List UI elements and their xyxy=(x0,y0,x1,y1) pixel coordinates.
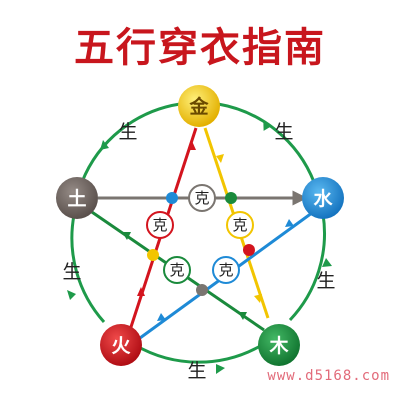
overcome-badge: 克 xyxy=(226,211,254,239)
page-title: 五行穿衣指南 xyxy=(74,25,326,71)
generate-arrow-1 xyxy=(263,120,273,131)
overcome-arrow-gold-1 xyxy=(216,154,224,163)
overcome-arrow-water-2 xyxy=(157,313,166,321)
watermark-url: www.d5168.com xyxy=(267,368,390,384)
generate-arrow-3 xyxy=(216,364,225,374)
overcome-arrow-fire-1 xyxy=(188,141,196,150)
generate-arc-gold-water xyxy=(217,102,316,183)
generate-arc-water-wood xyxy=(288,213,326,322)
element-node-fire: 火 xyxy=(100,324,142,366)
overcome-arrow-gold-2 xyxy=(254,294,262,303)
svg-text:金: 金 xyxy=(188,95,209,118)
generate-label: 生 xyxy=(62,261,81,283)
element-node-gold: 金 xyxy=(178,85,220,127)
svg-text:土: 土 xyxy=(67,188,86,210)
generate-arrow-2 xyxy=(322,258,332,267)
overcome-arrow-wood-2 xyxy=(122,232,131,240)
svg-text:克: 克 xyxy=(152,216,167,234)
svg-text:克: 克 xyxy=(194,189,209,207)
overcome-badge: 克 xyxy=(212,256,240,284)
svg-text:克: 克 xyxy=(218,261,233,279)
intersection-dot xyxy=(147,249,159,261)
svg-text:木: 木 xyxy=(268,334,289,357)
element-node-earth: 土 xyxy=(56,177,98,219)
svg-text:克: 克 xyxy=(169,261,184,279)
generate-label: 生 xyxy=(118,121,137,143)
generate-arrow-5 xyxy=(100,140,109,150)
generate-label: 生 xyxy=(316,270,335,292)
generate-label: 生 xyxy=(187,360,206,382)
svg-text:克: 克 xyxy=(232,216,247,234)
element-node-wood: 木 xyxy=(258,324,300,366)
svg-text:火: 火 xyxy=(111,335,131,357)
generate-arrow-4 xyxy=(67,290,76,300)
generate-label: 生 xyxy=(274,121,293,143)
overcome-badge: 克 xyxy=(188,184,216,212)
intersection-dot xyxy=(196,284,208,296)
element-node-water: 水 xyxy=(302,177,344,219)
overcome-arrow-wood-1 xyxy=(238,312,247,320)
intersection-dot xyxy=(166,192,178,204)
generate-arc-wood-fire xyxy=(134,343,263,364)
generate-arc-fire-earth xyxy=(70,214,106,323)
overcome-arrow-water-1 xyxy=(285,219,294,227)
generate-arc-earth-gold xyxy=(80,102,181,183)
overcome-badge: 克 xyxy=(146,211,174,239)
intersection-dot xyxy=(243,244,255,256)
svg-text:水: 水 xyxy=(313,188,333,210)
overcome-arrow-fire-2 xyxy=(137,287,145,296)
overcome-badge: 克 xyxy=(163,256,191,284)
intersection-dot xyxy=(225,192,237,204)
